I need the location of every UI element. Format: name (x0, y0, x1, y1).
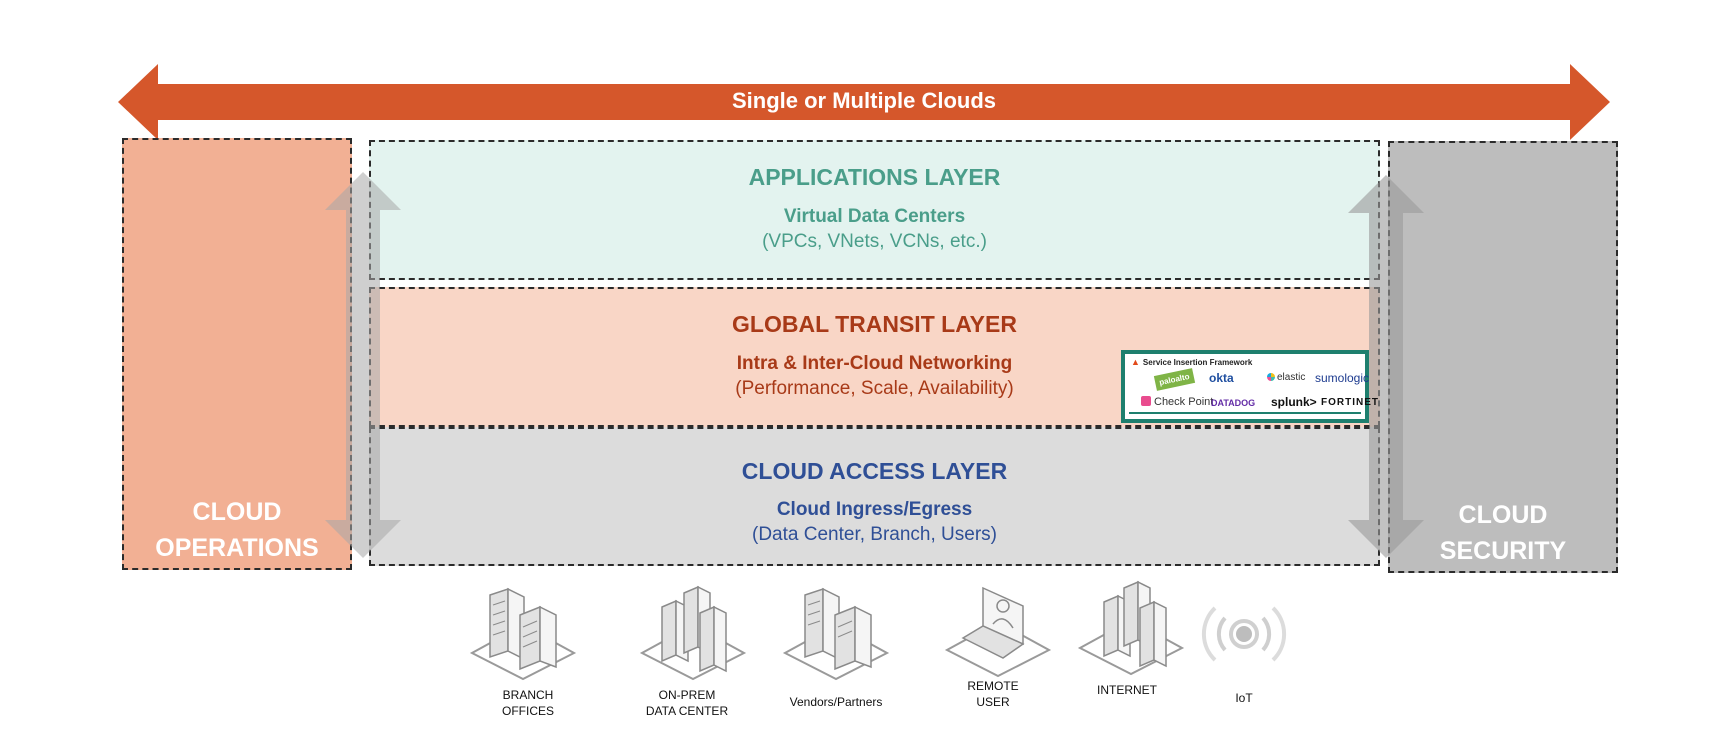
internet-label: INTERNET (1047, 682, 1207, 698)
vendors-partners-icon (782, 587, 890, 681)
transit-layer-title: GLOBAL TRANSIT LAYER (732, 311, 1017, 337)
elastic-logo-icon (1267, 373, 1275, 381)
cloud-security-column (1388, 141, 1618, 573)
applications-layer-description: (VPCs, VNets, VCNs, etc.) (762, 231, 987, 252)
cloud-security-label-line1: CLOUD (1458, 501, 1548, 529)
iot-label: IoT (1164, 690, 1324, 706)
applications-layer-box (369, 140, 1380, 280)
paloalto-logo: paloalto (1153, 368, 1195, 391)
top-arrow-label: Single or Multiple Clouds (732, 88, 996, 113)
aviatrix-logo-icon: ▲ (1131, 357, 1140, 367)
iot-label-line1: IoT (1235, 691, 1253, 705)
cloud-security-label-line2: SECURITY (1439, 537, 1567, 565)
internet-label-line1: INTERNET (1097, 683, 1157, 697)
transit-layer-description: (Performance, Scale, Availability) (735, 378, 1014, 399)
access-layer-title: CLOUD ACCESS LAYER (741, 458, 1008, 484)
cloud-security-label: CLOUD SECURITY (1388, 497, 1618, 569)
service-insertion-framework-panel: ▲Service Insertion Framework paloalto ok… (1121, 350, 1378, 423)
applications-layer-subtitle: Virtual Data Centers (783, 206, 966, 227)
cloud-operations-label: CLOUD OPERATIONS (122, 494, 352, 566)
service-insertion-header: ▲Service Insertion Framework (1131, 357, 1252, 367)
datadog-logo: DATADOG (1211, 398, 1256, 408)
checkpoint-logo: Check Point (1141, 396, 1213, 408)
branch-offices-label-line2: OFFICES (501, 704, 554, 718)
vendors-partners-label: Vendors/Partners (756, 694, 916, 710)
access-layer-subtitle: Cloud Ingress/Egress (776, 499, 973, 520)
elastic-logo: elastic (1267, 372, 1305, 383)
checkpoint-logo-text: Check Point (1154, 396, 1214, 408)
operations-vertical-arrow (325, 172, 401, 558)
on-prem-data-center-icon (639, 585, 747, 681)
on-prem-data-center-label-line2: DATA CENTER (645, 704, 729, 718)
remote-user-label-line2: USER (976, 695, 1010, 709)
fortinet-logo: FORTINET (1321, 397, 1379, 408)
cloud-access-layer-box (369, 427, 1380, 566)
remote-user-label: REMOTE USER (913, 678, 1073, 710)
vendors-partners-label-line1: Vendors/Partners (789, 695, 883, 709)
branch-offices-icon (469, 587, 577, 681)
remote-user-label-line1: REMOTE (967, 679, 1019, 693)
elastic-logo-text: elastic (1277, 372, 1306, 383)
applications-layer-title: APPLICATIONS LAYER (748, 164, 1001, 190)
service-insertion-header-text: Service Insertion Framework (1142, 358, 1253, 367)
okta-logo: okta (1209, 371, 1234, 385)
cloud-operations-label-line1: CLOUD (192, 498, 282, 526)
remote-user-icon (944, 586, 1052, 678)
service-insertion-divider (1129, 412, 1361, 414)
branch-offices-label-line1: BRANCH (502, 688, 554, 702)
cloud-operations-column (122, 138, 352, 570)
iot-icon (1201, 606, 1287, 662)
access-layer-description: (Data Center, Branch, Users) (752, 524, 997, 545)
on-prem-data-center-label-line1: ON-PREM (658, 688, 716, 702)
splunk-logo: splunk> (1271, 395, 1317, 409)
cloud-operations-label-line2: OPERATIONS (155, 534, 319, 562)
branch-offices-label: BRANCH OFFICES (448, 687, 608, 719)
checkpoint-logo-icon (1141, 396, 1151, 406)
transit-layer-subtitle: Intra & Inter-Cloud Networking (736, 353, 1013, 374)
sumologic-logo: sumologic (1315, 371, 1370, 385)
single-or-multiple-clouds-arrow (118, 64, 1610, 140)
security-vertical-arrow (1348, 175, 1424, 558)
internet-icon (1077, 580, 1185, 676)
on-prem-data-center-label: ON-PREM DATA CENTER (607, 687, 767, 719)
